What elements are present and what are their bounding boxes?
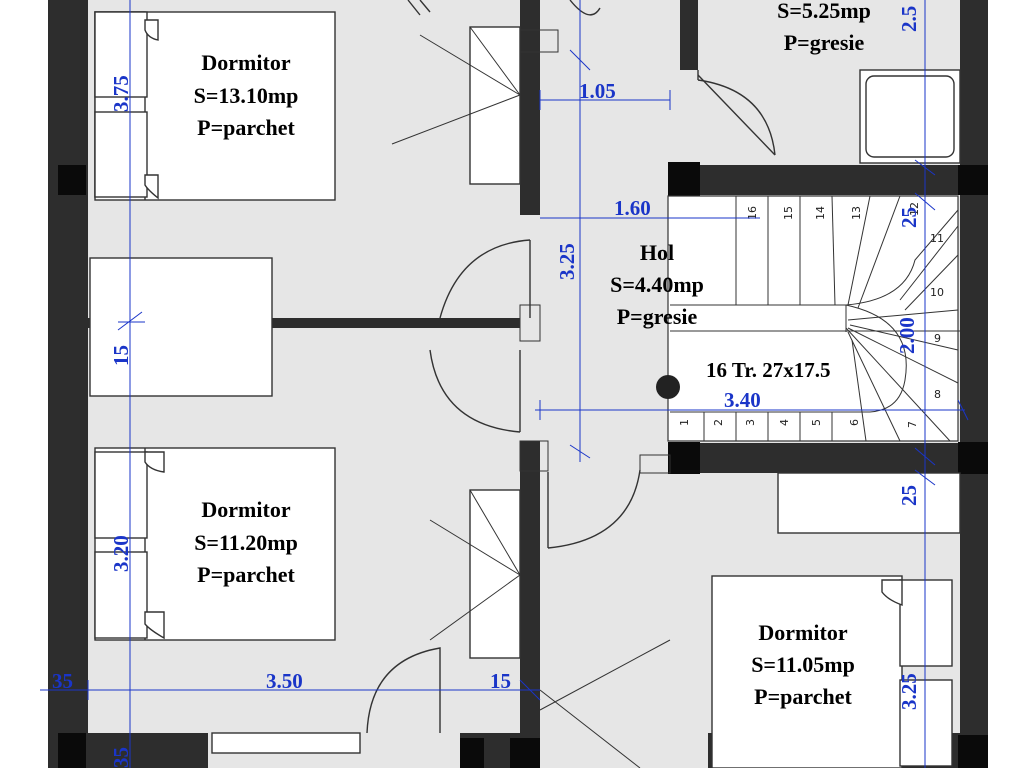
dim-text: 2.5 <box>897 6 921 32</box>
room-name: Dormitor <box>201 497 290 522</box>
stair-num: 10 <box>930 286 944 299</box>
stair-num: 16 <box>746 206 759 220</box>
room-name: Dormitor <box>201 50 290 75</box>
dim-text: 35 <box>109 747 133 768</box>
stair-num: 6 <box>848 419 861 426</box>
stair-num: 9 <box>934 332 941 345</box>
room-floor: P=parchet <box>197 115 295 140</box>
stair-num: 5 <box>810 419 823 426</box>
dim-text: 3.25 <box>897 673 921 710</box>
dimension-lines <box>40 0 969 768</box>
dim-text: 3.20 <box>109 535 133 572</box>
dim-text: 2.00 <box>895 317 919 354</box>
column-blocks <box>58 162 988 768</box>
dim-text: 1.60 <box>614 196 651 220</box>
stair-num: 13 <box>850 206 863 220</box>
room-area: S=11.05mp <box>751 652 855 677</box>
stair-note: 16 Tr. 27x17.5 <box>706 358 830 382</box>
dim-text: 3.50 <box>266 669 303 693</box>
room-floor: P=gresie <box>617 304 698 329</box>
doors <box>366 0 776 734</box>
stair-num: 12 <box>908 202 921 216</box>
stair-num: 15 <box>782 206 795 220</box>
dim-text: 15 <box>109 345 133 366</box>
room-area: S=4.40mp <box>610 272 704 297</box>
dim-text: 25 <box>897 485 921 506</box>
furniture <box>89 11 961 768</box>
room-floor: P=gresie <box>784 30 865 55</box>
dim-text: 25 <box>897 207 921 228</box>
stair-num: 1 <box>678 419 691 426</box>
stair-num: 4 <box>778 419 791 426</box>
room-name: Dormitor <box>758 620 847 645</box>
dim-text: 3.25 <box>555 243 579 280</box>
stair-num: 2 <box>712 419 725 426</box>
stair-start-marker <box>656 375 680 399</box>
dim-text: 35 <box>52 669 73 693</box>
room-floor: P=parchet <box>754 684 852 709</box>
dim-text: 3.75 <box>109 75 133 112</box>
stair-num: 11 <box>930 232 944 245</box>
stair-num: 7 <box>906 421 919 428</box>
room-floor: P=parchet <box>197 562 295 587</box>
dim-text: 1.05 <box>579 79 616 103</box>
room-name: Hol <box>640 240 674 265</box>
dim-text: 15 <box>490 669 511 693</box>
room-area: S=13.10mp <box>194 83 299 108</box>
staircase: 1 2 3 4 5 6 7 8 9 10 11 12 13 14 15 16 1… <box>656 195 960 442</box>
stair-num: 14 <box>814 206 827 220</box>
dim-text: 3.40 <box>724 388 761 412</box>
stair-num: 8 <box>934 388 941 401</box>
room-area: S=5.25mp <box>777 0 871 23</box>
stair-num: 3 <box>744 419 757 426</box>
room-area: S=11.20mp <box>194 530 298 555</box>
